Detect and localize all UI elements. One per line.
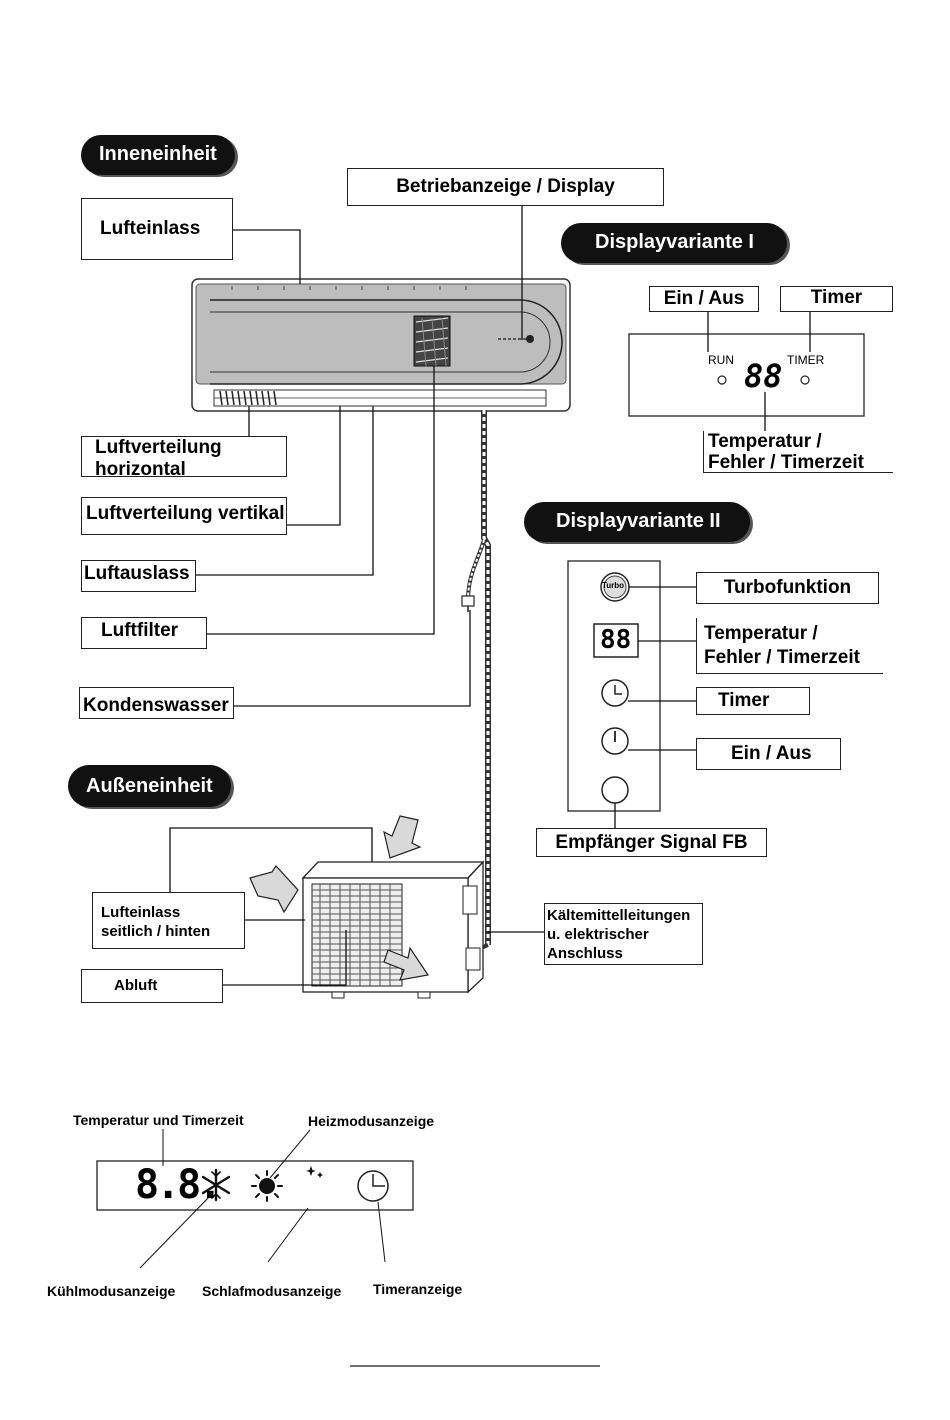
dv1-run-text: RUN [708, 353, 734, 367]
outdoor-leader-lines [169, 827, 544, 986]
dv1-timer-text: TIMER [787, 353, 825, 367]
refrigerant-label: Kältemittelleitungen u. elektrischer Ans… [544, 903, 703, 965]
dv2-timer-label: Timer [696, 687, 810, 715]
indoor-unit-heading: Inneneinheit [81, 135, 235, 175]
air-dist-horizontal-line1: Luftverteilung [95, 437, 222, 458]
display-variant-2-panel [567, 560, 696, 828]
timer-indicator-label: Timeranzeige [373, 1281, 463, 1297]
status-display-label: Betriebanzeige / Display [347, 168, 664, 206]
condensate-label: Kondenswasser [79, 687, 234, 719]
outdoor-unit-illustration [301, 860, 485, 999]
dv2-temp-label: Temperatur / Fehler / Timerzeit [696, 618, 883, 674]
snowflake-icon [201, 1168, 231, 1202]
remote-display-panel [96, 1129, 414, 1269]
air-dist-horizontal-line2: horizontal [95, 459, 186, 477]
cool-mode-label: Kühlmodusanzeige [47, 1283, 176, 1299]
dv1-on-off-label: Ein / Aus [649, 286, 759, 312]
heat-mode-label: Heizmodusanzeige [308, 1113, 435, 1129]
display-variant-2-heading: Displayvariante II [524, 502, 750, 542]
refrigerant-line3: Anschluss [547, 945, 623, 962]
turbo-icon: Turbo [602, 581, 625, 590]
airflow-arrows [249, 815, 430, 981]
indoor-unit-illustration [191, 278, 571, 412]
receiver-label: Empfänger Signal FB [536, 828, 767, 857]
receiver-icon [601, 776, 629, 804]
air-inlet-label: Lufteinlass [81, 198, 233, 260]
display-variant-1-panel [628, 311, 865, 432]
refrigerant-line1: Kältemittelleitungen [547, 907, 691, 924]
dv1-digits: 88 [744, 357, 783, 395]
temp-timer-label: Temperatur und Timerzeit [73, 1112, 244, 1128]
outdoor-unit-heading: Außeneinheit [68, 765, 231, 807]
dv1-temp-line2: Fehler / Timerzeit [708, 452, 864, 473]
dv2-temp-line2: Fehler / Timerzeit [704, 647, 860, 668]
indoor-leader-lines [196, 205, 523, 707]
air-filter-label: Luftfilter [81, 617, 207, 649]
dv1-timer-label: Timer [780, 286, 893, 312]
remote-digits: 8.8. [135, 1162, 222, 1208]
air-outlet-label: Luftauslass [81, 560, 196, 592]
clock-icon [357, 1170, 389, 1202]
remote-leader-lines [139, 1129, 386, 1269]
outdoor-air-inlet-line2: seitlich / hinten [101, 923, 211, 940]
outdoor-air-inlet-line1: Lufteinlass [101, 904, 181, 921]
dv1-temp-line1: Temperatur / [708, 431, 822, 452]
dv1-temp-label: Temperatur / Fehler / Timerzeit [703, 431, 893, 473]
air-filter-graphic [413, 315, 451, 367]
air-dist-vertical-label: Luftverteilung vertikal [81, 497, 287, 535]
outdoor-air-inlet-label: Lufteinlass seitlich / hinten [92, 892, 245, 949]
air-dist-horizontal-label: Luftverteilung horizontal [81, 436, 287, 477]
moon-icon [306, 1166, 329, 1200]
sleep-mode-label: Schlafmodusanzeige [202, 1283, 342, 1299]
dv2-digits: 88 [600, 625, 632, 655]
refrigerant-line2: u. elektrischer [547, 926, 649, 943]
display-variant-1-heading: Displayvariante I [561, 223, 787, 263]
sun-icon [251, 1170, 283, 1202]
turbo-label: Turbofunktion [696, 572, 879, 604]
dv2-temp-line1: Temperatur / [704, 623, 818, 644]
dv2-on-off-label: Ein / Aus [696, 738, 841, 770]
exhaust-label: Abluft [81, 969, 223, 1003]
